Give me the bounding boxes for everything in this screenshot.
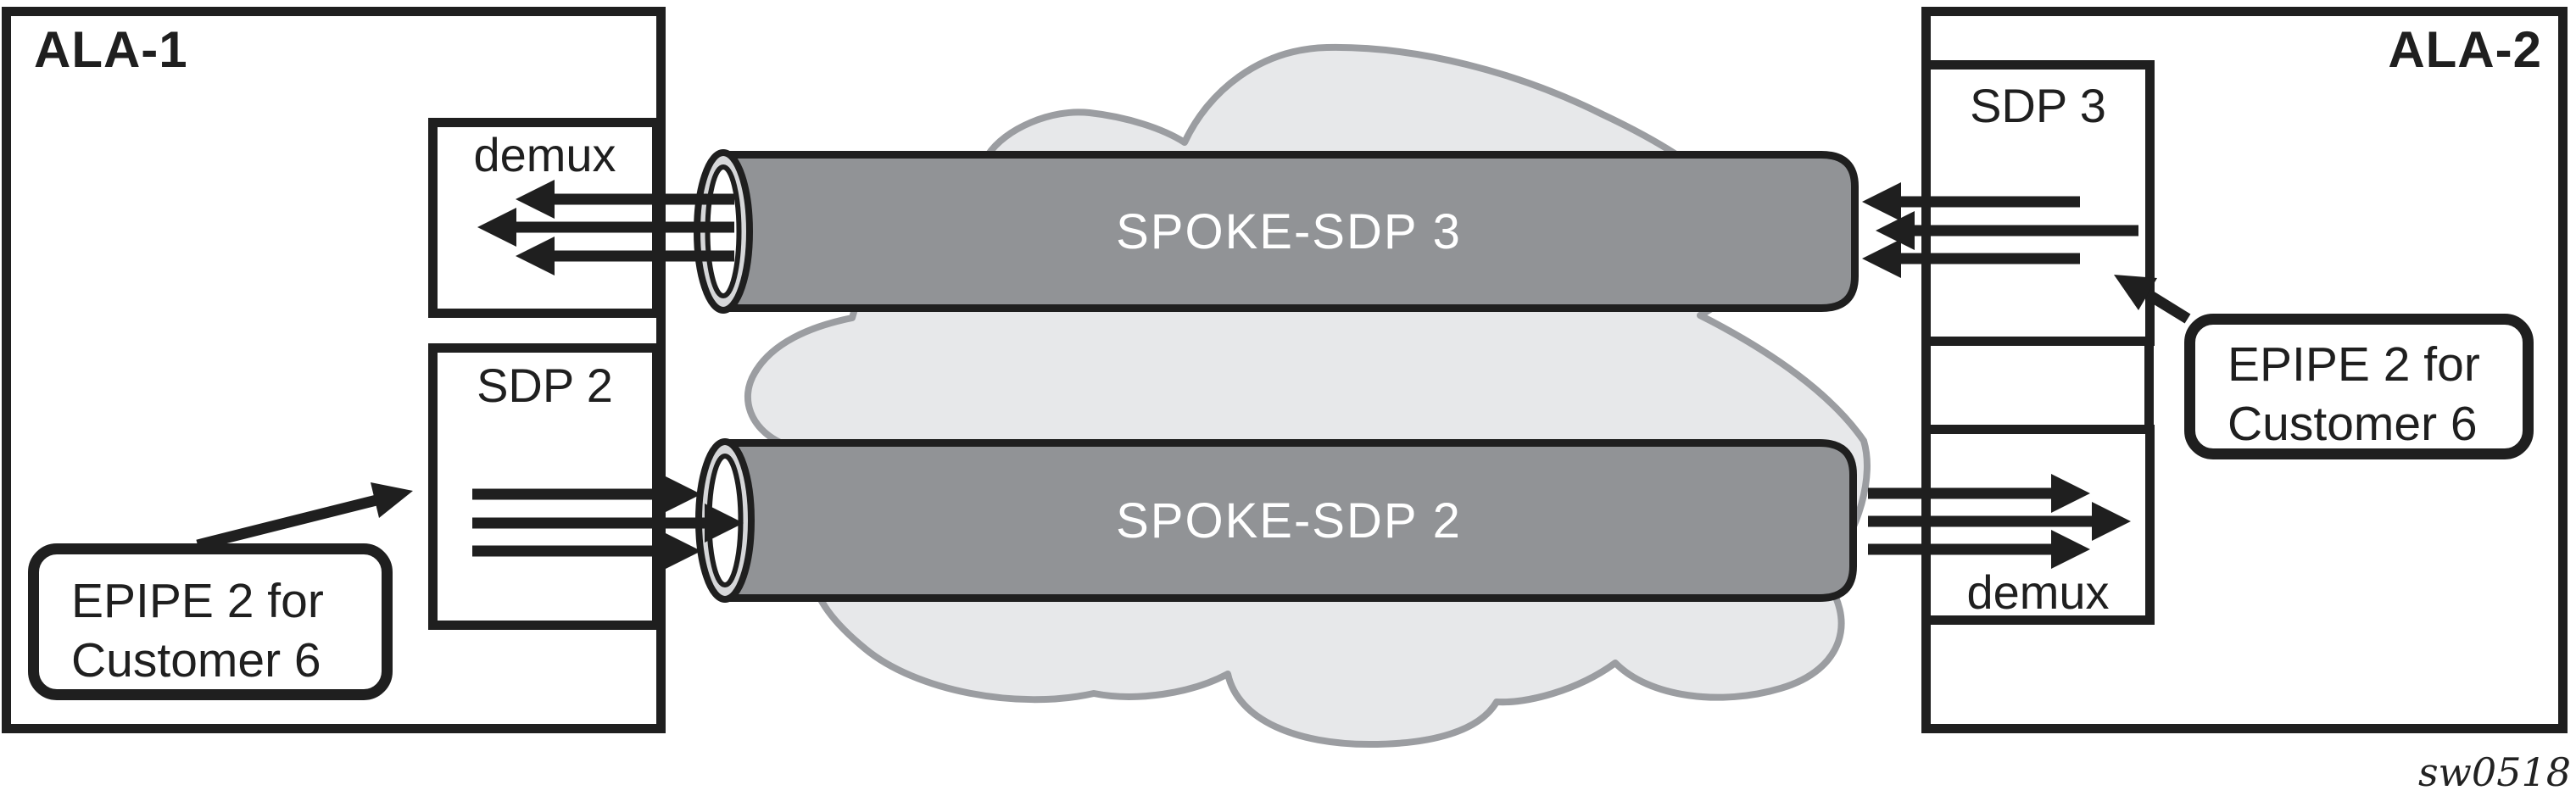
arrowhead-left [1876, 211, 1915, 250]
callout-text-line2: Customer 6 [71, 633, 321, 687]
arrowhead-left [1862, 182, 1901, 221]
ala1-demux-label: demux [473, 128, 616, 181]
arrowhead-right [2051, 530, 2090, 569]
arrowhead-left [516, 237, 555, 276]
spoke-sdp3-label: SPOKE-SDP 3 [1116, 204, 1462, 259]
figure-id-label: sw0518 [2417, 749, 2571, 795]
right-epipe-callout: EPIPE 2 for Customer 6 [2184, 314, 2534, 459]
callout-text-line1: EPIPE 2 for [71, 574, 324, 628]
arrowhead-up-left [2114, 275, 2157, 310]
arrowhead-up-right [371, 482, 413, 518]
ala1-title: ALA-1 [34, 21, 188, 78]
arrowhead-right [705, 504, 744, 543]
leader-line [196, 494, 378, 551]
ala1-demux-box [428, 118, 661, 318]
ala2-sdp3-label: SDP 3 [1970, 79, 2106, 132]
arrowhead-left [477, 208, 516, 247]
arrowhead-right [2051, 474, 2090, 513]
arrowhead-right [2092, 502, 2131, 541]
node-ala2 [1921, 7, 2568, 733]
left-callout-leader [196, 482, 413, 551]
ala1-sdp2-box [428, 343, 661, 630]
arrowhead-right [662, 475, 701, 514]
leader-line [2144, 289, 2191, 324]
arrowhead-left [516, 180, 555, 219]
ala2-demux-arrows [1868, 474, 2131, 569]
ala1-demux-arrows [477, 180, 734, 276]
ala1-sdp2-arrows [472, 475, 744, 571]
ala2-demux-label: demux [1966, 565, 2110, 619]
callout-text-line1: EPIPE 2 for [2228, 337, 2480, 392]
arrowhead-right [662, 532, 701, 571]
ala2-sdp3-arrows [1862, 182, 2138, 278]
spoke-sdp2-tube [721, 439, 1857, 602]
spoke-sdp2-label: SPOKE-SDP 2 [1116, 493, 1462, 548]
callout-text-line2: Customer 6 [2228, 397, 2478, 451]
spoke-sdp3-tube [719, 151, 1859, 312]
left-epipe-callout: EPIPE 2 for Customer 6 [28, 543, 393, 700]
right-callout-leader [2114, 275, 2191, 324]
ala2-title: ALA-2 [2388, 21, 2542, 78]
arrowhead-left [1862, 239, 1901, 278]
ala1-sdp2-label: SDP 2 [477, 359, 613, 412]
